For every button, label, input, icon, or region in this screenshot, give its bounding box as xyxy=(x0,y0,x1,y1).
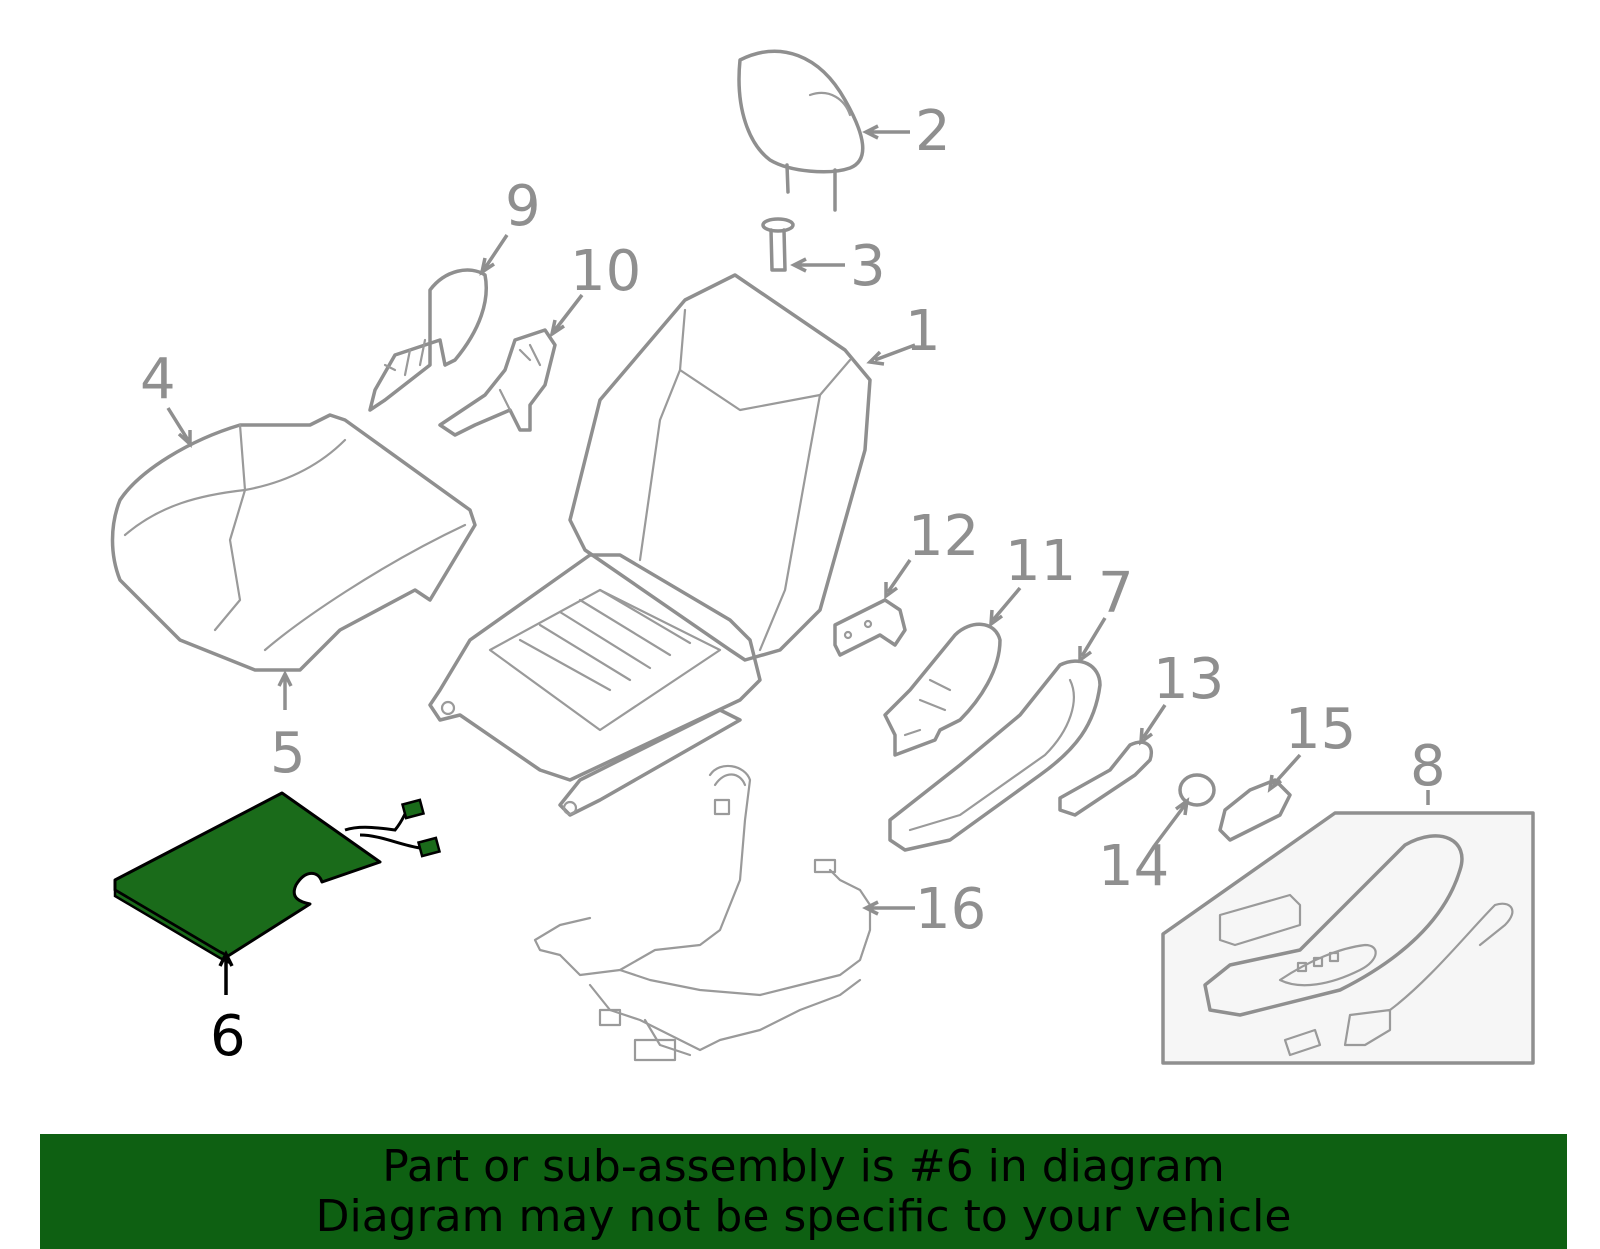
part-11-cover[interactable] xyxy=(883,622,1002,757)
info-banner: Part or sub-assembly is #6 in diagram Di… xyxy=(40,1134,1567,1249)
leader-arrows xyxy=(166,124,1430,995)
callout-6: 6 xyxy=(210,1004,246,1069)
part-3-guide[interactable] xyxy=(761,217,795,272)
part-16-wire-harness[interactable] xyxy=(533,764,872,1062)
callout-7: 7 xyxy=(1098,561,1134,626)
part-10-bracket[interactable] xyxy=(438,328,557,437)
callout-5: 5 xyxy=(270,721,306,786)
part-1-seat-back[interactable] xyxy=(568,273,872,662)
callout-1: 1 xyxy=(905,299,941,364)
callout-10: 10 xyxy=(570,239,641,304)
part-6-seat-heater[interactable] xyxy=(113,791,442,965)
part-13-knob[interactable] xyxy=(1058,740,1153,817)
part-8-inset[interactable] xyxy=(1161,811,1535,1065)
part-2-headrest[interactable] xyxy=(737,49,865,212)
callout-2: 2 xyxy=(915,99,951,164)
callout-12: 12 xyxy=(908,504,979,569)
callout-13: 13 xyxy=(1153,647,1224,712)
callout-14: 14 xyxy=(1098,834,1169,899)
part-12-bracket[interactable] xyxy=(833,598,907,657)
part-1-seat-frame[interactable] xyxy=(428,553,762,817)
callout-11: 11 xyxy=(1005,529,1076,594)
part-14-cap[interactable] xyxy=(1178,773,1216,807)
callout-labels: 1 2 3 4 5 6 7 8 9 10 11 12 13 14 15 16 xyxy=(140,99,1446,1069)
callout-16: 16 xyxy=(915,877,986,942)
banner-line-1: Part or sub-assembly is #6 in diagram xyxy=(382,1141,1225,1192)
callout-8: 8 xyxy=(1410,734,1446,799)
callout-15: 15 xyxy=(1285,697,1356,762)
banner-line-2: Diagram may not be specific to your vehi… xyxy=(315,1191,1292,1242)
part-15-switch-knob[interactable] xyxy=(1218,778,1292,842)
callout-9: 9 xyxy=(505,174,541,239)
callout-3: 3 xyxy=(850,234,886,299)
part-9-trim-cover[interactable] xyxy=(368,268,488,412)
part-4-seat-cushion[interactable] xyxy=(110,413,477,672)
part-7-side-shield[interactable] xyxy=(888,659,1102,852)
callout-4: 4 xyxy=(140,347,176,412)
